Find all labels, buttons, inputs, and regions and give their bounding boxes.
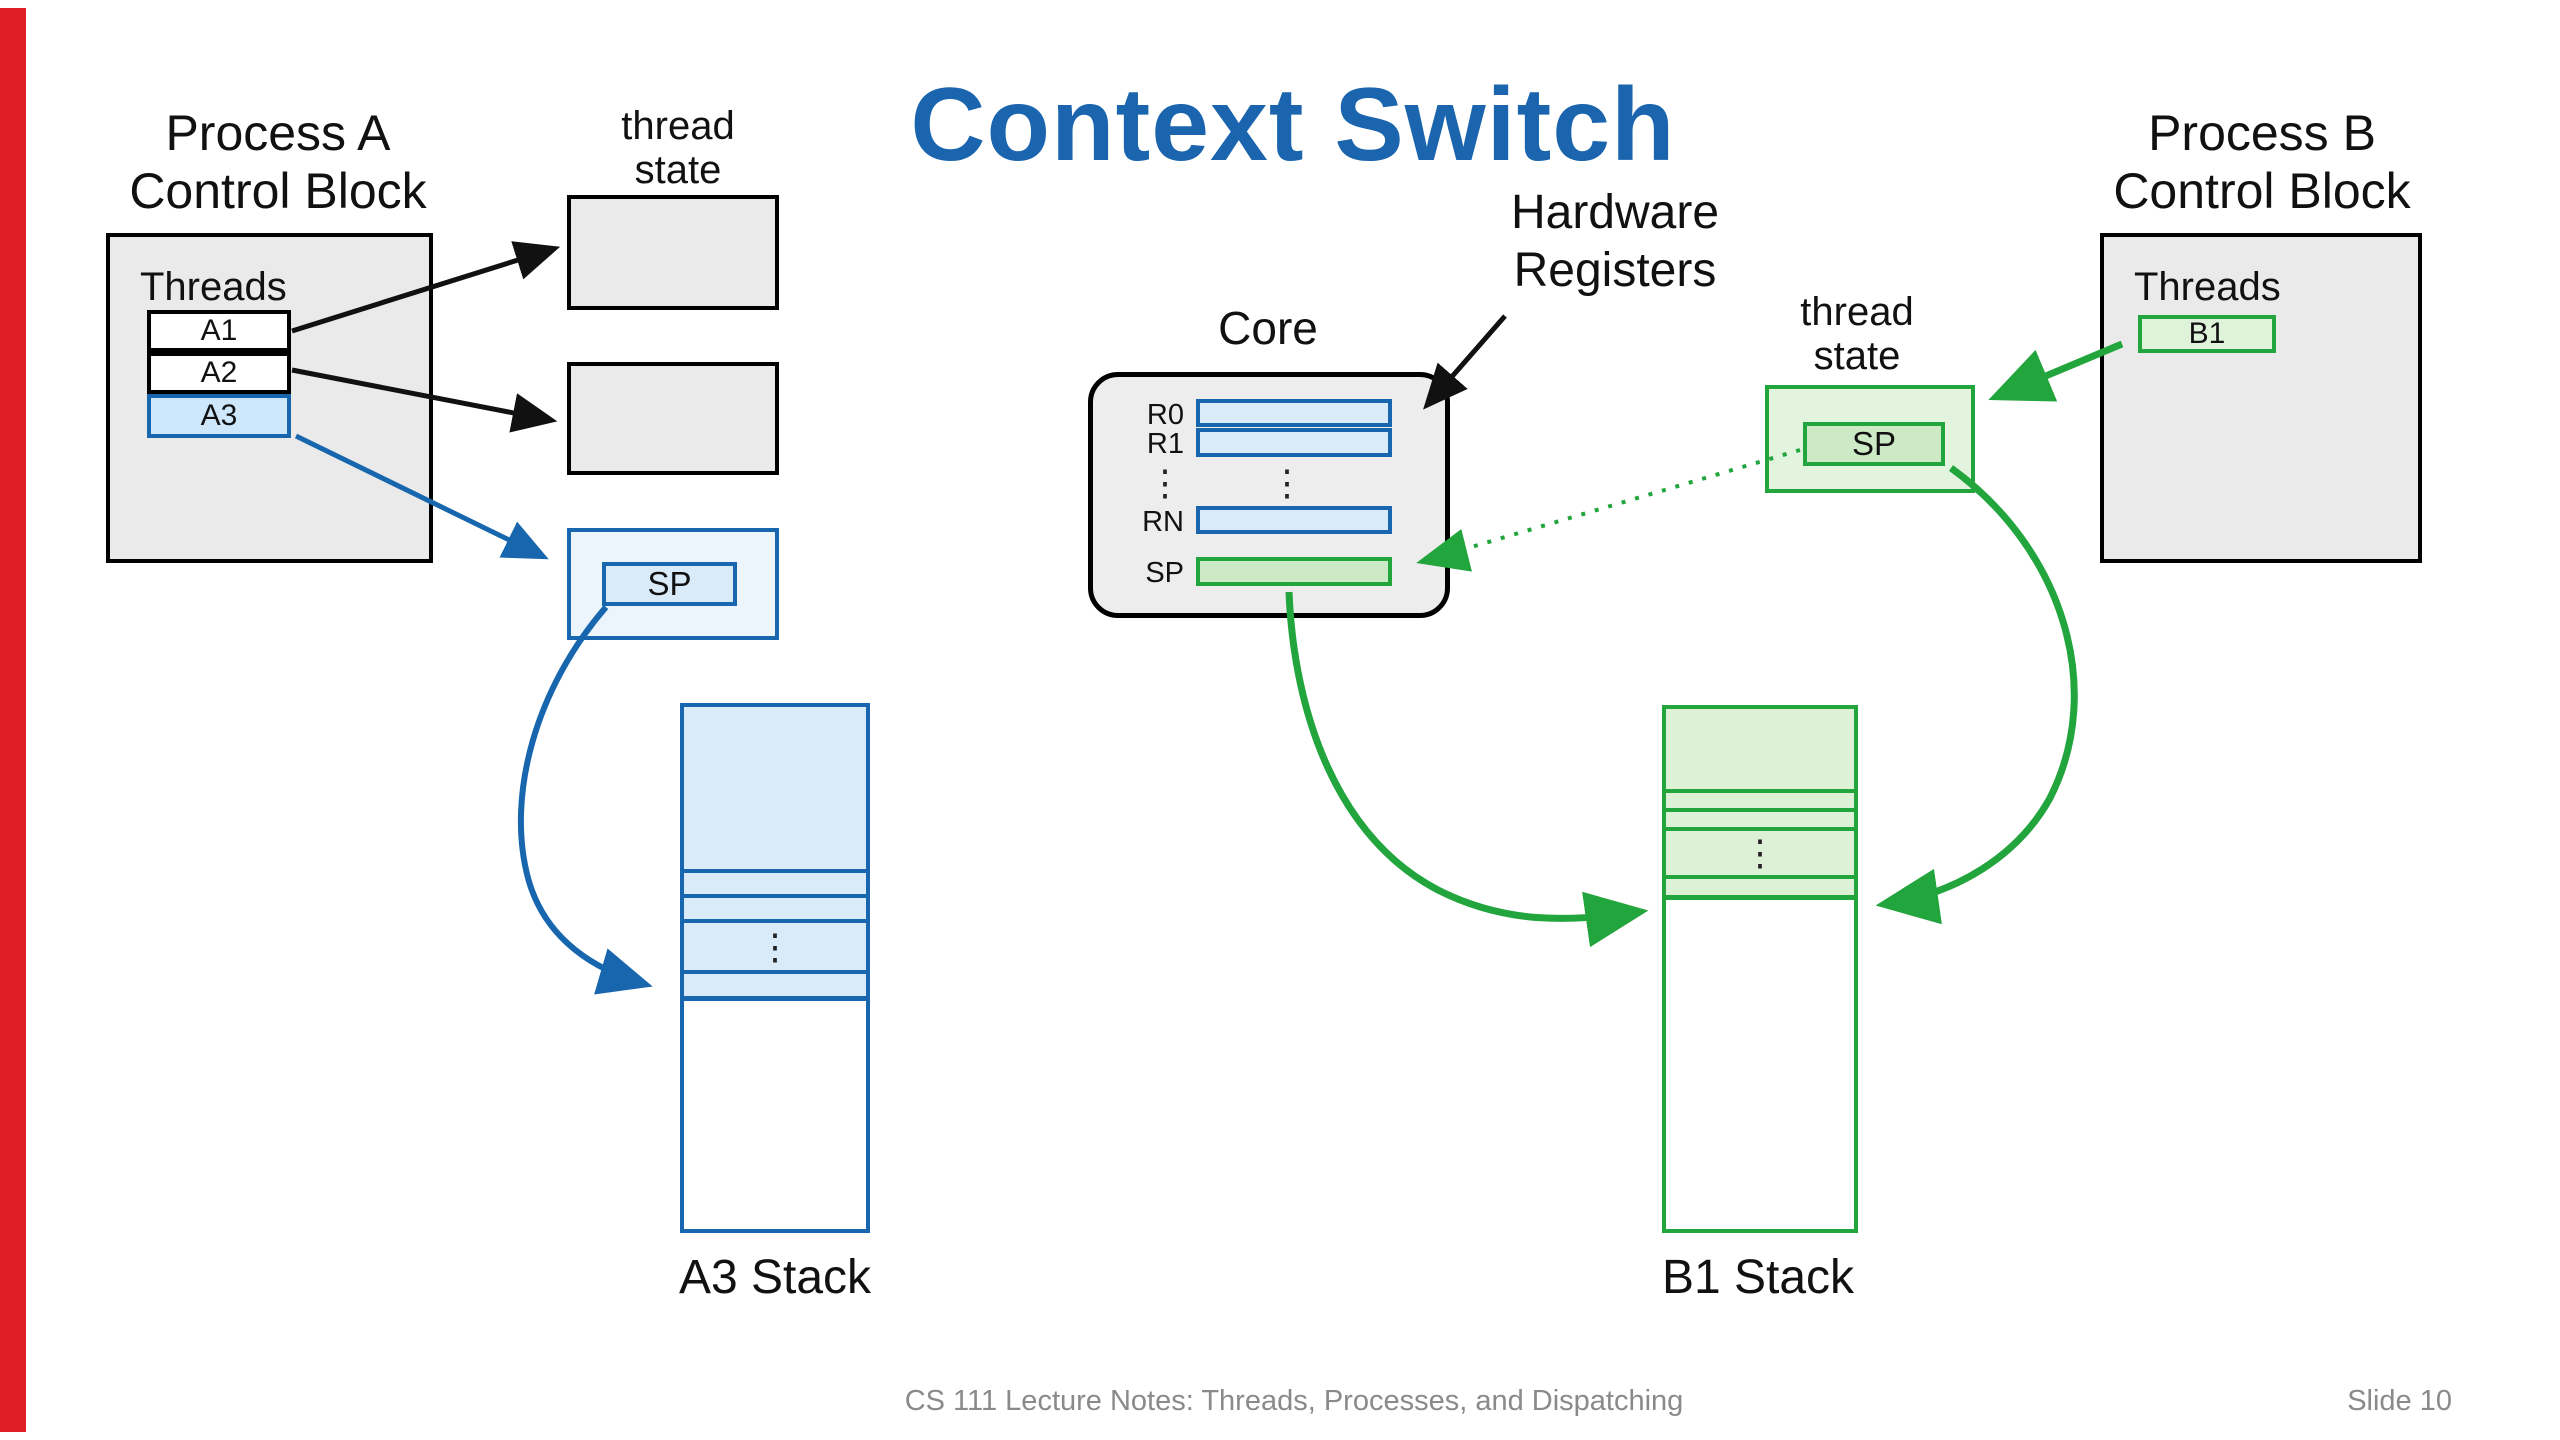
thread-state-right-line2: state — [1813, 334, 1901, 378]
left-edge-red-bar — [0, 8, 26, 1432]
b1-stack: ⋮ — [1662, 705, 1858, 1233]
hardware-registers-label: Hardware Registers — [1430, 184, 1800, 300]
process-b-title: Process B Control Block — [2113, 104, 2410, 220]
b1-stack-frame-row — [1666, 793, 1854, 812]
b1-stack-frame-row — [1666, 812, 1854, 831]
register-bar-rn — [1196, 506, 1392, 534]
b1-saved-sp-box: SP — [1803, 422, 1945, 466]
a3-stack-dots-row: ⋮ — [684, 923, 866, 974]
core-label: Core — [1218, 302, 1318, 354]
arrow-core-sp-to-b1-stack — [1285, 591, 1649, 948]
a3-stack-frame-row — [684, 898, 866, 923]
hw-label-line2: Registers — [1513, 244, 1717, 297]
thread-state-left-line1: thread — [621, 104, 735, 148]
core-dots-right: ⋮ — [1269, 462, 1305, 503]
process-b-control-block: Threads B1 — [2100, 233, 2422, 563]
a3-stack-free-region — [684, 1001, 866, 1223]
register-label-rn: RN — [1142, 506, 1184, 538]
thread-state-label-left: thread state — [621, 104, 734, 192]
register-bar-sp — [1196, 557, 1392, 586]
register-label-r1: R1 — [1146, 428, 1184, 460]
arrow-sp-to-a3-stack — [517, 605, 653, 995]
process-a-control-block: Threads A1 A2 A3 — [106, 233, 433, 563]
process-b-threads-label: Threads — [2134, 265, 2281, 309]
a3-stack-top-row — [684, 974, 866, 1001]
b1-stack-free-region — [1666, 900, 1854, 1199]
thread-row-b1: B1 — [2138, 315, 2276, 353]
a3-stack-frame-row — [684, 873, 866, 898]
process-a-title: Process A Control Block — [129, 104, 426, 220]
register-label-sp: SP — [1145, 557, 1184, 589]
thread-row-a1: A1 — [147, 310, 291, 352]
slide-title: Context Switch — [910, 67, 1676, 183]
a3-stack: ⋮ — [680, 703, 870, 1233]
a3-saved-sp-box: SP — [602, 562, 737, 606]
footer-caption: CS 111 Lecture Notes: Threads, Processes… — [904, 1385, 1684, 1417]
arrow-thread-state-to-b1-stack — [1875, 465, 2078, 925]
b1-stack-dots-row: ⋮ — [1666, 831, 1854, 879]
thread-state-box-b1: SP — [1765, 385, 1975, 493]
slide-number: Slide 10 — [2347, 1385, 2452, 1417]
hw-label-line1: Hardware — [1510, 186, 1720, 239]
b1-stack-used-region — [1666, 709, 1854, 793]
process-b-title-line1: Process B — [2148, 105, 2376, 161]
thread-state-label-right: thread state — [1800, 290, 1913, 378]
process-a-threads-label: Threads — [140, 265, 287, 309]
thread-state-left-line2: state — [634, 148, 722, 192]
a3-stack-label: A3 Stack — [678, 1251, 872, 1304]
register-label-r0: R0 — [1146, 399, 1184, 431]
register-bar-r0 — [1196, 399, 1392, 427]
register-bar-r1 — [1196, 428, 1392, 457]
b1-stack-label: B1 Stack — [1661, 1251, 1855, 1304]
thread-state-box-a1 — [567, 195, 779, 310]
core-dots-left: ⋮ — [1147, 462, 1183, 503]
thread-state-box-a2 — [567, 362, 779, 475]
process-a-title-line1: Process A — [165, 105, 391, 161]
thread-state-box-a3: SP — [567, 528, 779, 640]
process-a-title-line2: Control Block — [129, 163, 427, 219]
thread-row-a3: A3 — [147, 394, 291, 438]
thread-row-a2: A2 — [147, 352, 291, 394]
arrow-sp-box-to-core-sp-dotted — [1423, 448, 1801, 563]
b1-stack-top-row — [1666, 879, 1854, 900]
process-a-thread-table: A1 A2 A3 — [147, 310, 291, 438]
a3-stack-used-region — [684, 707, 866, 873]
process-b-title-line2: Control Block — [2113, 163, 2411, 219]
thread-state-right-line1: thread — [1800, 290, 1914, 334]
